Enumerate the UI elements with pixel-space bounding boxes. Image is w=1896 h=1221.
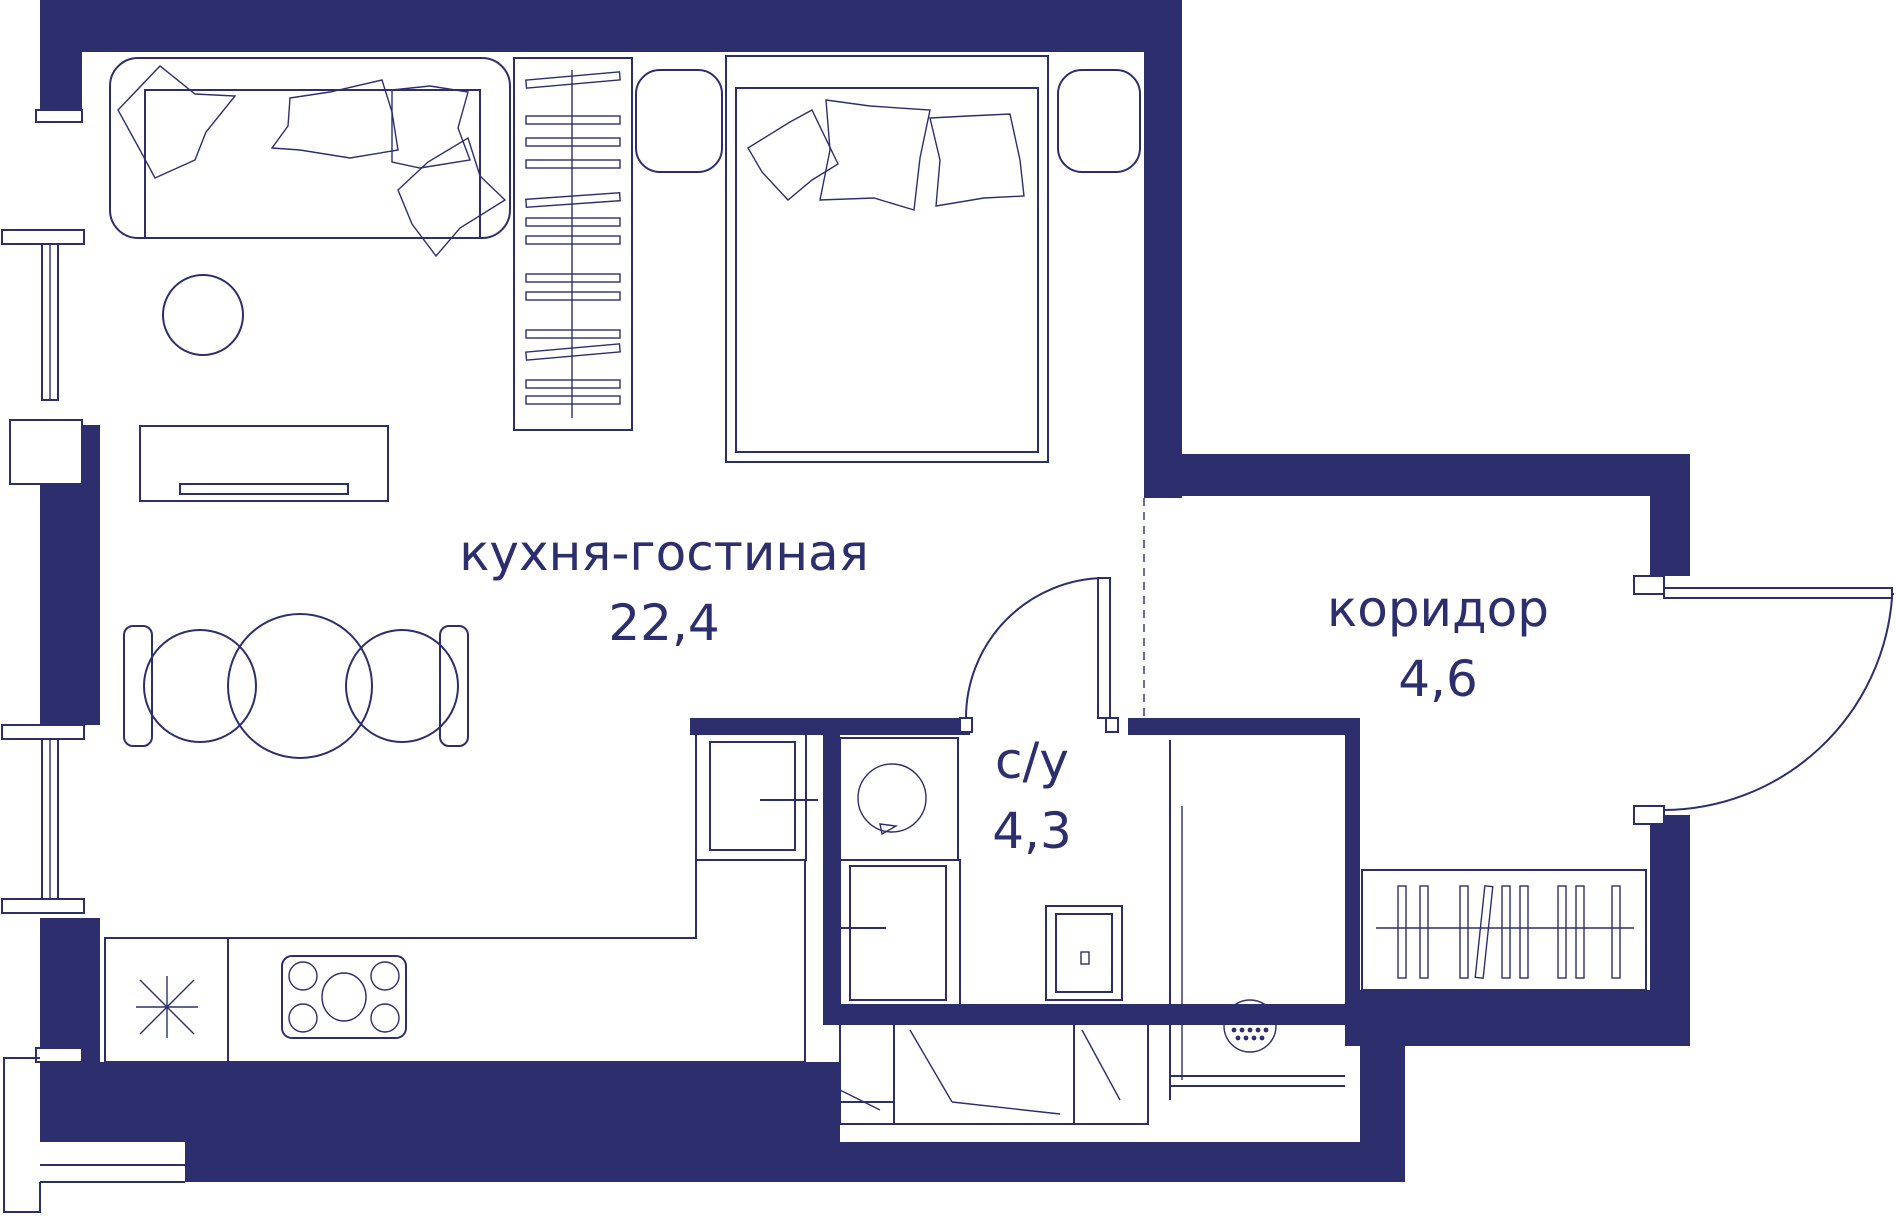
kitchen-living-area: 22,4 [608,594,719,652]
bathroom-fixtures [839,737,1345,1125]
sofa [109,57,511,258]
nightstands [635,69,1141,173]
corridor-name: коридор [1327,580,1549,638]
windows [1,109,185,1213]
bed [725,55,1049,463]
shower-drain [1231,1011,1269,1041]
side-table [162,274,244,356]
corridor-wardrobe [1361,869,1647,991]
room-labels: кухня-гостиная 22,4 коридор 4,6 с/у 4,3 [459,524,1549,860]
kitchen-counter [104,731,818,1063]
bathroom-area: 4,3 [992,802,1072,860]
corridor-area: 4,6 [1398,650,1478,708]
doors [959,498,1894,825]
bathroom-name: с/у [995,732,1069,790]
wardrobe [513,57,633,431]
dining-set [123,613,469,759]
kitchen-living-name: кухня-гостиная [459,524,869,582]
tv-stand [139,425,389,502]
